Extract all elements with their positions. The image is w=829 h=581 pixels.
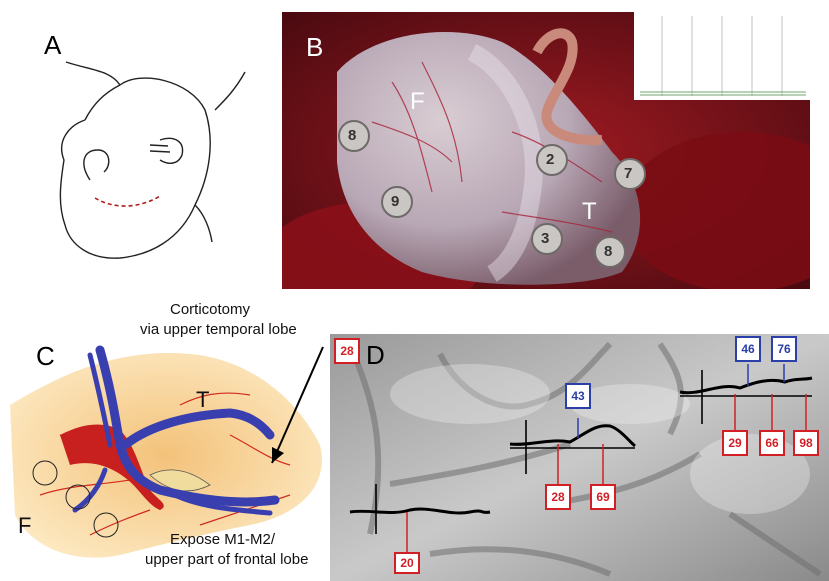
waveform-right: [679, 376, 813, 395]
amplitude-label-red: 29: [722, 430, 748, 456]
electrode-label: 8: [604, 243, 613, 260]
lobe-frontal-label: F: [410, 88, 425, 115]
panel-a-letter: A: [44, 30, 62, 60]
lobe-temporal-label: T: [196, 387, 210, 412]
amplitude-label-blue: 46: [735, 336, 761, 362]
amplitude-label-red: 28: [545, 484, 571, 510]
amplitude-label-red: 98: [793, 430, 819, 456]
panel-b-letter: B: [306, 32, 324, 62]
corticotomy-line1: Corticotomy: [170, 301, 251, 318]
waveform-traces: [349, 376, 813, 515]
electrode-label: 3: [541, 230, 550, 247]
lobe-frontal-label: F: [18, 513, 32, 538]
panel-c: C Corticotomy via upper temporal lobe T …: [0, 295, 335, 581]
amplitude-label-blue: 76: [771, 336, 797, 362]
vessel-illustration: [10, 345, 324, 558]
waveform-left: [349, 507, 491, 515]
electrode-label: 7: [624, 165, 633, 182]
amplitude-label-red: 20: [394, 552, 420, 574]
cortex-surface: [330, 334, 829, 581]
panel-d-letter: D: [366, 340, 385, 370]
electrode-label: 9: [391, 193, 400, 210]
panel-a: A: [0, 0, 270, 290]
amplitude-label-red: 28: [334, 338, 360, 364]
electrode-label: 2: [546, 151, 555, 168]
panel-c-letter: C: [36, 341, 55, 371]
electrode-discs: [338, 120, 646, 268]
panel-b-photo: B F T 8 9 2 7 3 8: [282, 12, 810, 289]
lobe-temporal-label: T: [582, 198, 597, 225]
head-sketch: [59, 61, 246, 259]
panel-d: D 28 43 46 76 28 69 29 66 98 20: [330, 334, 829, 581]
surgical-field: [282, 12, 810, 289]
expose-line1: Expose M1-M2/: [170, 531, 276, 548]
corticotomy-line2: via upper temporal lobe: [140, 321, 297, 338]
electrode-label: 8: [348, 127, 357, 144]
waveform-middle: [509, 424, 636, 448]
amplitude-label-red: 69: [590, 484, 616, 510]
expose-line2: upper part of frontal lobe: [145, 551, 309, 568]
amplitude-label-red: 66: [759, 430, 785, 456]
amplitude-label-blue: 43: [565, 383, 591, 409]
